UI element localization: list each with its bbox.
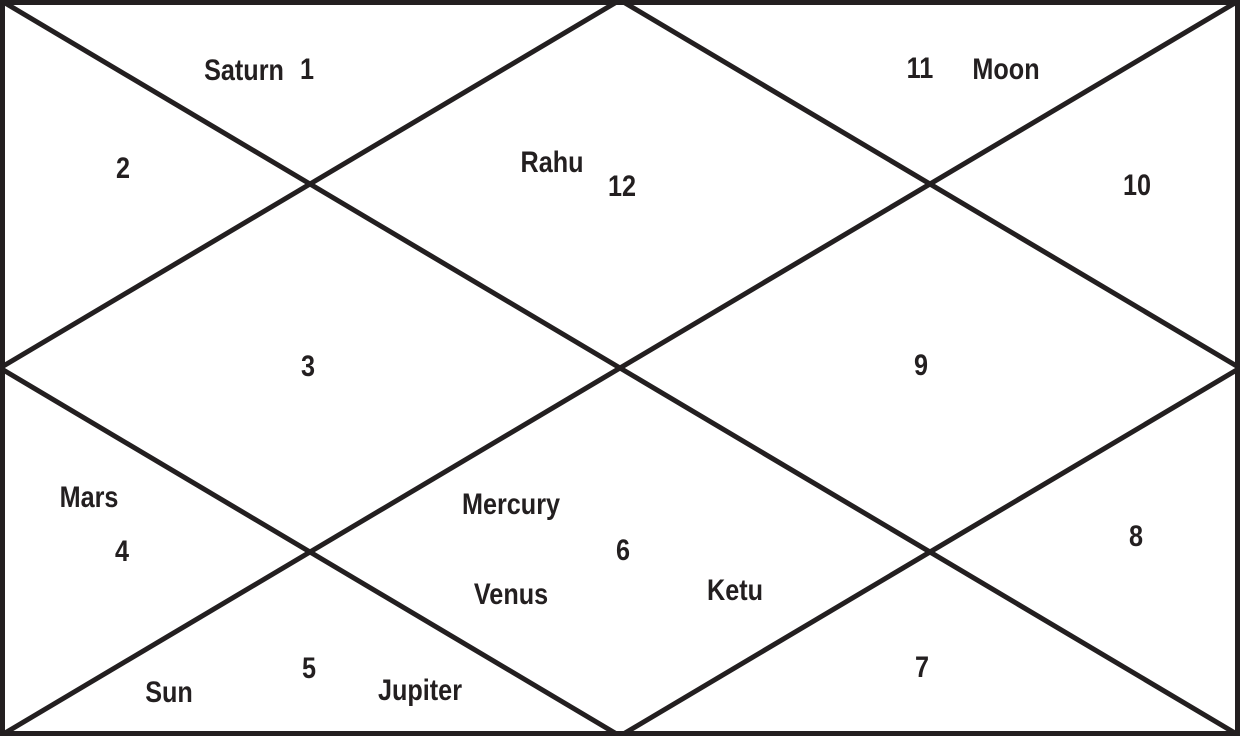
house-9-number: 9 bbox=[913, 349, 929, 382]
planet-venus-label: Venus bbox=[473, 578, 549, 611]
diamond-edge-top-right bbox=[618, 0, 1240, 371]
house-3-number: 3 bbox=[300, 350, 316, 383]
planet-rahu-label: Rahu bbox=[520, 146, 584, 179]
house-12-number: 12 bbox=[607, 170, 637, 203]
planet-moon-label: Moon bbox=[972, 53, 1040, 86]
diamond-edge-bottom-left bbox=[0, 365, 622, 736]
planet-mercury-label: Mercury bbox=[461, 488, 561, 521]
house-6-number: 6 bbox=[615, 534, 631, 567]
planet-jupiter-label: Jupiter bbox=[377, 674, 463, 707]
house-7-number: 7 bbox=[914, 651, 930, 684]
planet-saturn-label: Saturn bbox=[204, 54, 284, 87]
planet-mars-label: Mars bbox=[59, 481, 119, 514]
house-10-number: 10 bbox=[1122, 169, 1152, 202]
diamond-edge-bottom-right bbox=[618, 365, 1240, 736]
house-2-number: 2 bbox=[115, 152, 131, 185]
house-5-number: 5 bbox=[301, 652, 317, 685]
house-4-number: 4 bbox=[114, 535, 130, 568]
planet-ketu-label: Ketu bbox=[706, 574, 764, 607]
house-11-number: 11 bbox=[906, 52, 934, 85]
diamond-edge-top-left bbox=[0, 0, 622, 371]
house-8-number: 8 bbox=[1128, 520, 1144, 553]
planet-sun-label: Sun bbox=[145, 676, 193, 709]
house-1-number: 1 bbox=[299, 53, 315, 86]
